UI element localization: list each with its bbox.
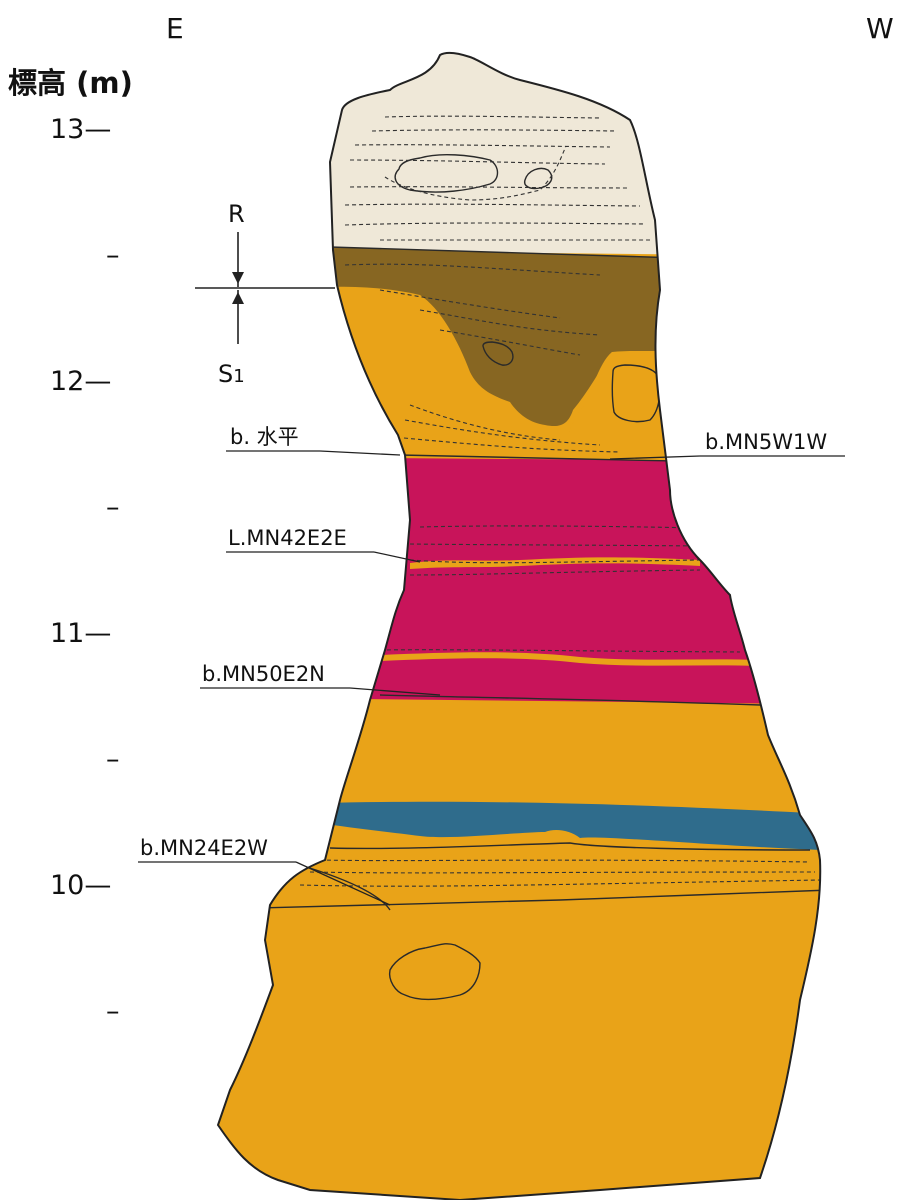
magenta-layer: [0, 455, 904, 705]
label-bed-mn50e2n: b.MN50E2N: [202, 662, 325, 686]
elevation-tick-7: –: [106, 996, 120, 1027]
west-label: W: [866, 12, 894, 45]
elevation-tick-1: –: [106, 240, 120, 271]
elevation-tick-5: –: [106, 744, 120, 775]
elevation-axis-title: 標高 (m): [8, 66, 133, 100]
elevation-tick-2: 12—: [50, 366, 111, 397]
boundary-marker: [195, 232, 335, 344]
label-bed-horizontal: b. 水平: [230, 425, 299, 449]
boundary-upper-label: R: [228, 200, 245, 228]
elevation-tick-0: 13—: [50, 114, 111, 145]
arrow-up-icon: [232, 292, 244, 304]
elevation-tick-6: 10—: [50, 870, 111, 901]
east-label: E: [166, 12, 184, 45]
boundary-lower-subscript: 1: [233, 366, 244, 387]
elevation-tick-4: 11—: [50, 618, 111, 649]
elevation-tick-3: –: [106, 492, 120, 523]
arrow-down-icon: [232, 272, 244, 284]
boundary-lower-base: S: [218, 360, 233, 388]
label-lamina-mn42e2e: L.MN42E2E: [228, 526, 347, 550]
boundary-lower-label: S1: [218, 360, 245, 388]
elevation-axis: 13— – 12— – 11— – 10— –: [50, 114, 120, 1027]
top-light-layer: [0, 0, 904, 257]
label-bed-mn24e2w: b.MN24E2W: [140, 836, 268, 860]
label-bed-mn5w1w: b.MN5W1W: [705, 430, 827, 454]
